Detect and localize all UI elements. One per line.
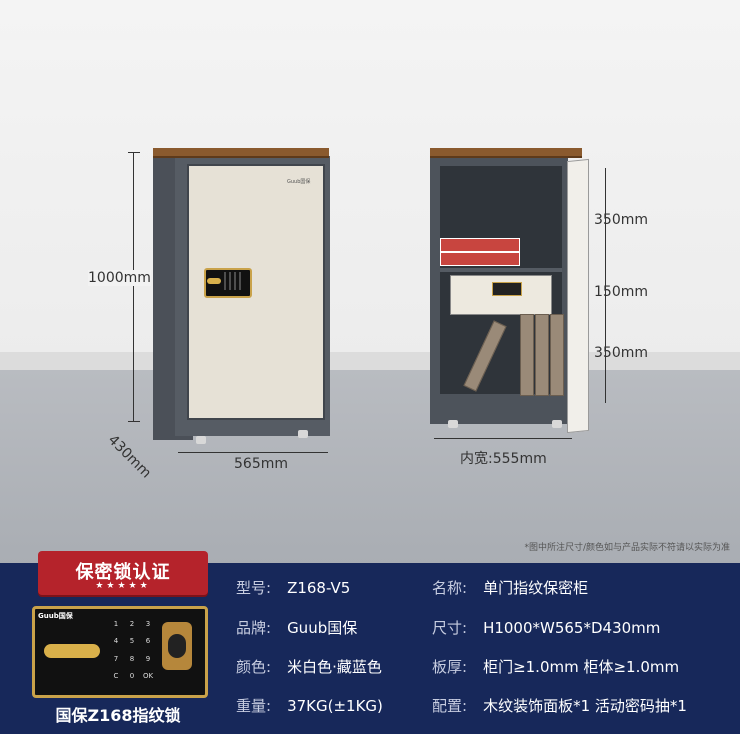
width-dimension-line: [178, 452, 328, 453]
spec-label: 板厚:: [432, 658, 468, 676]
spec-value: 单门指纹保密柜: [483, 579, 589, 597]
certification-title: 保密锁认证: [75, 562, 171, 583]
height-dimension-line: [133, 152, 134, 422]
wall: [0, 0, 740, 370]
upper-section-label: 350mm: [594, 212, 648, 228]
certification-ribbon: [38, 551, 208, 595]
safe-lock-handle: [207, 278, 221, 284]
product-scene: 1000mm 430mm 565mm Guub国保 350mm 150mm 35…: [0, 0, 740, 565]
key: 4: [113, 637, 119, 646]
floor: [0, 370, 740, 565]
key: 0: [129, 671, 135, 680]
spec-value: Guub国保: [287, 619, 358, 637]
binder: [550, 314, 564, 396]
key: 2: [129, 620, 135, 628]
height-label: 1000mm: [88, 270, 151, 286]
key: 7: [113, 654, 119, 663]
key: 3: [145, 620, 151, 628]
spec-size: 尺寸: H1000*W565*D430mm: [432, 617, 660, 638]
fingerprint-icon: [168, 634, 186, 658]
right-safe-open-door: [567, 158, 589, 434]
key: C: [113, 671, 119, 680]
spec-value: Z168-V5: [287, 579, 351, 597]
spec-value: 37KG(±1KG): [287, 697, 383, 715]
right-safe-foot: [552, 420, 562, 428]
spec-label: 尺寸:: [432, 619, 468, 637]
height-dimension-cap-bottom: [128, 421, 140, 422]
inner-width-label: 内宽:555mm: [460, 451, 547, 467]
spec-color: 颜色: 米白色·藏蓝色: [236, 656, 382, 677]
left-safe-wood-top: [153, 148, 329, 158]
red-folder: [440, 252, 520, 266]
drawer-lock: [492, 282, 522, 296]
inner-width-line: [434, 438, 572, 439]
left-safe-foot: [196, 436, 206, 444]
safe-brand-mark: Guub国保: [287, 179, 311, 185]
spec-label: 重量:: [236, 697, 272, 715]
interior-dimension-line: [605, 168, 606, 403]
spec-label: 颜色:: [236, 658, 272, 676]
right-safe-foot: [448, 420, 458, 428]
right-safe-shelf: [440, 268, 562, 272]
spec-value: 木纹装饰面板*1 活动密码抽*1: [483, 697, 687, 715]
spec-value: 柜门≥1.0mm 柜体≥1.0mm: [483, 658, 680, 676]
disclaimer-note: *图中所注尺寸/颜色如与产品实际不符请以实际为准: [524, 543, 730, 553]
lock-caption: 国保Z168指纹锁: [55, 706, 181, 725]
spec-weight: 重量: 37KG(±1KG): [236, 695, 383, 716]
spec-value: 米白色·藏蓝色: [287, 658, 382, 676]
key: 9: [145, 654, 151, 663]
width-label: 565mm: [234, 456, 288, 472]
red-folder: [440, 238, 520, 252]
spec-label: 配置:: [432, 697, 468, 715]
key: 1: [113, 620, 119, 628]
key: OK: [142, 671, 154, 680]
spec-name: 名称: 单门指纹保密柜: [432, 577, 588, 598]
lock-handle-icon: [44, 644, 100, 658]
spec-label: 型号:: [236, 579, 272, 597]
lower-section-label: 350mm: [594, 345, 648, 361]
left-safe-foot: [298, 430, 308, 438]
key: 8: [129, 654, 135, 663]
spec-thickness: 板厚: 柜门≥1.0mm 柜体≥1.0mm: [432, 656, 679, 677]
lock-brand: Guub国保: [38, 612, 73, 620]
spec-config: 配置: 木纹装饰面板*1 活动密码抽*1: [432, 695, 687, 716]
spec-label: 品牌:: [236, 619, 272, 637]
height-dimension-cap-top: [128, 152, 140, 153]
right-safe-wood-top: [430, 148, 582, 158]
certification-stars: ★★★★★: [95, 581, 151, 591]
spec-label: 名称:: [432, 579, 468, 597]
lock-keypad: 1 2 3 4 5 6 7 8 9 C 0 OK: [108, 620, 156, 680]
spec-model: 型号: Z168-V5: [236, 577, 350, 598]
middle-section-label: 150mm: [594, 284, 648, 300]
key: 5: [129, 637, 135, 646]
spec-value: H1000*W565*D430mm: [483, 619, 661, 637]
binder: [535, 314, 549, 396]
key: 6: [145, 637, 151, 646]
safe-keypad: [224, 272, 244, 290]
spec-brand: 品牌: Guub国保: [236, 617, 357, 638]
binder: [520, 314, 534, 396]
